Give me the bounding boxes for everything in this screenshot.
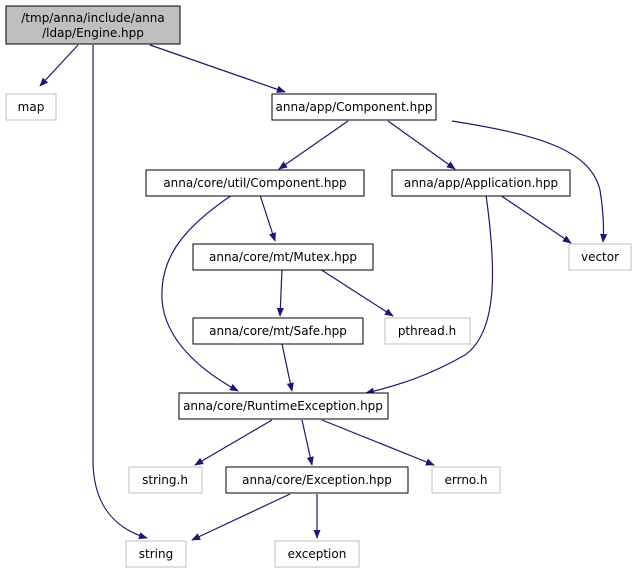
edge-engine-map [39, 44, 79, 87]
node-mutex-hpp[interactable]: anna/core/mt/Mutex.hpp [192, 243, 374, 271]
edge-engine-app-component [149, 44, 286, 93]
node-string-label: string [139, 547, 173, 561]
edges [39, 44, 608, 541]
edge-runtime-errno [321, 419, 435, 466]
edge-mutex-pthread [319, 268, 394, 317]
edge-appcomp-utilcomp [278, 120, 349, 170]
node-exception-label: exception [288, 547, 347, 561]
node-exception[interactable]: exception [274, 540, 360, 568]
node-pthread-h[interactable]: pthread.h [384, 317, 471, 345]
edge-exceptionhpp-string [191, 493, 291, 541]
edge-appcomp-vector [451, 120, 608, 243]
node-runtime-exception-hpp-label: anna/core/RuntimeException.hpp [183, 399, 383, 413]
edge-appcomp-application [387, 120, 456, 170]
node-map[interactable]: map [5, 93, 57, 121]
edge-engine-string [92, 45, 148, 540]
node-safe-hpp[interactable]: anna/core/mt/Safe.hpp [192, 317, 364, 345]
node-util-component-hpp[interactable]: anna/core/util/Component.hpp [145, 169, 365, 197]
node-pthread-h-label: pthread.h [398, 324, 456, 338]
edge-runtime-stringh [194, 419, 273, 466]
node-exception-hpp[interactable]: anna/core/Exception.hpp [225, 466, 409, 494]
node-application-hpp-label: anna/app/Application.hpp [404, 176, 558, 190]
node-application-hpp[interactable]: anna/app/Application.hpp [391, 169, 571, 197]
edge-safe-runtime [281, 343, 294, 392]
node-string[interactable]: string [125, 540, 187, 568]
node-engine-hpp-line1: /tmp/anna/include/anna [21, 11, 165, 25]
node-errno-h[interactable]: errno.h [431, 466, 501, 494]
node-string-h[interactable]: string.h [128, 466, 203, 494]
node-safe-hpp-label: anna/core/mt/Safe.hpp [209, 324, 347, 338]
node-runtime-exception-hpp[interactable]: anna/core/RuntimeException.hpp [178, 392, 389, 420]
node-errno-h-label: errno.h [445, 473, 488, 487]
node-app-component-hpp[interactable]: anna/app/Component.hpp [271, 93, 437, 121]
node-engine-hpp-line2: /ldap/Engine.hpp [42, 26, 144, 40]
edge-mutex-safe [276, 268, 284, 317]
node-string-h-label: string.h [142, 473, 188, 487]
node-util-component-hpp-label: anna/core/util/Component.hpp [163, 176, 346, 190]
node-map-label: map [18, 100, 45, 114]
node-engine-hpp[interactable]: /tmp/anna/include/anna /ldap/Engine.hpp [5, 5, 181, 45]
edge-runtime-exceptionhpp [301, 419, 314, 466]
node-vector[interactable]: vector [568, 243, 632, 271]
edge-utilcomp-mutex [259, 194, 276, 242]
node-exception-hpp-label: anna/core/Exception.hpp [242, 473, 392, 487]
edge-application-vector [499, 194, 572, 244]
node-mutex-hpp-label: anna/core/mt/Mutex.hpp [209, 250, 357, 264]
edge-utilcomp-runtime [161, 194, 239, 392]
node-vector-label: vector [581, 250, 619, 264]
edge-application-runtime [365, 194, 494, 395]
node-app-component-hpp-label: anna/app/Component.hpp [276, 100, 433, 114]
